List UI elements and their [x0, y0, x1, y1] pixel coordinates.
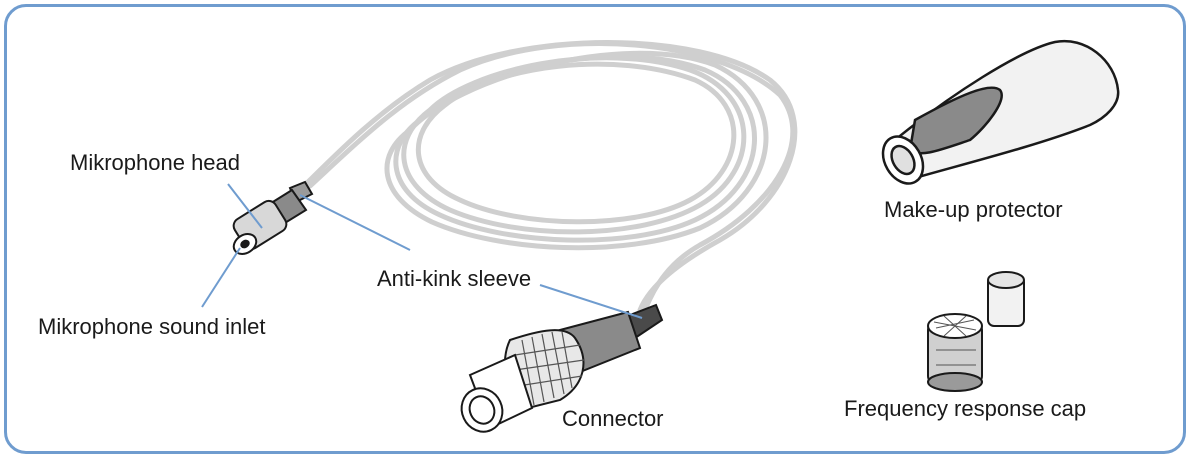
coiled-cable [297, 40, 798, 313]
mic-head-label: Mikrophone head [70, 150, 241, 175]
leader-lines [201, 183, 643, 319]
frequency-cap-illustration [927, 271, 1025, 392]
leader-anti-kink-upper [299, 194, 411, 251]
connector-illustration [460, 303, 664, 433]
connector-label: Connector [562, 406, 664, 431]
anti-kink-label: Anti-kink sleeve [377, 266, 532, 291]
leader-anti-kink-lower [539, 284, 643, 319]
leader-sound-inlet [201, 247, 241, 308]
frequency-cap-label: Frequency response cap [844, 396, 1087, 421]
makeup-protector-label: Make-up protector [884, 197, 1063, 222]
sound-inlet-label: Mikrophone sound inlet [38, 314, 266, 339]
microphone-head-illustration [232, 180, 314, 255]
makeup-protector-illustration [881, 39, 1120, 185]
leader-mic-head [227, 183, 263, 229]
